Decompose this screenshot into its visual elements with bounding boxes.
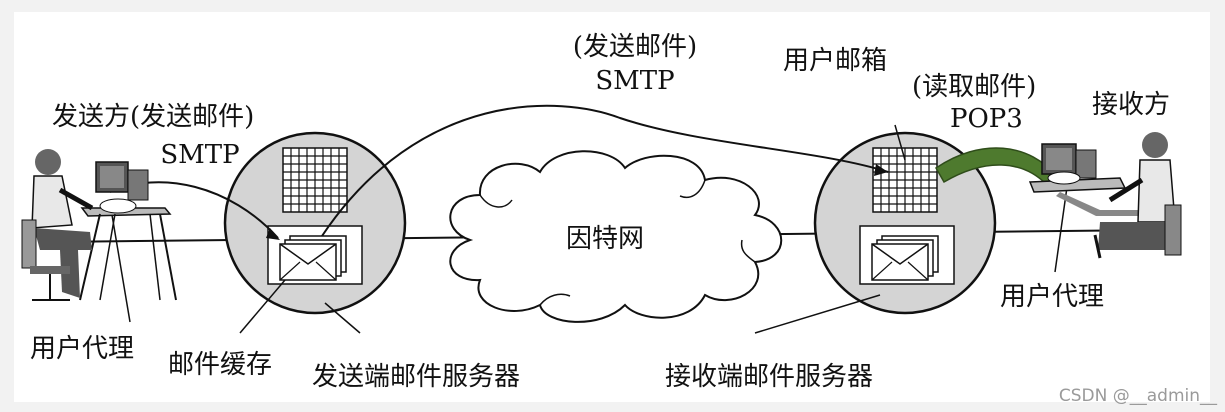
- sender-protocol-label: SMTP: [160, 140, 240, 170]
- mail-cache-pointer: [239, 279, 286, 334]
- internet-label: 因特网: [566, 224, 645, 254]
- send-server-circle: [223, 131, 407, 315]
- mail-cache-label: 邮件缓存: [168, 350, 273, 380]
- watermark: CSDN @__admin__: [1058, 386, 1217, 406]
- receiver-user-icon: [1028, 132, 1182, 259]
- sender-user-icon: [21, 149, 177, 301]
- mailbox-label: 用户邮箱: [783, 46, 888, 76]
- ua-right-label: 用户代理: [1000, 282, 1105, 312]
- ua-left-label: 用户代理: [30, 334, 135, 364]
- recv-server-circle: [813, 131, 997, 315]
- send-server-grid-icon: [282, 147, 348, 213]
- recv-mail-cache-icon: [859, 225, 955, 285]
- receiver-label: 接收方: [1092, 90, 1171, 120]
- smtp-transfer-arc: [321, 104, 889, 237]
- read-action-label: (读取邮件): [912, 72, 1037, 102]
- top-action-label: (发送邮件): [572, 32, 698, 62]
- top-protocol-label: SMTP: [595, 66, 675, 96]
- recv-server-label: 接收端邮件服务器: [665, 362, 874, 392]
- read-protocol-label: POP3: [950, 104, 1023, 134]
- recv-server-pointer: [754, 294, 881, 334]
- internet-cloud: [449, 150, 783, 323]
- ua-left-pointer: [111, 214, 131, 323]
- send-server-label: 发送端邮件服务器: [312, 362, 521, 392]
- sender-label: 发送方(发送邮件): [52, 102, 255, 132]
- send-server-pointer: [324, 302, 361, 334]
- smtp-arrowhead-icon: [874, 164, 888, 176]
- sender-arrowhead-icon: [266, 228, 280, 240]
- send-mail-cache-icon: [267, 225, 363, 285]
- mailbox-pointer: [894, 124, 906, 161]
